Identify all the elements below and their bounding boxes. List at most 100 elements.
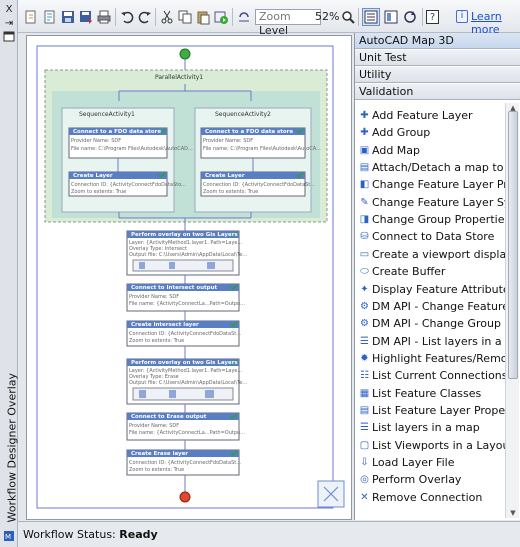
layout-icon[interactable]: [383, 9, 399, 25]
connect-right-title[interactable]: Connect to a FDO data store: [205, 129, 294, 135]
new-from-template-icon[interactable]: [42, 9, 58, 25]
activity-item[interactable]: ☰List layers in a map: [355, 419, 505, 436]
add-group-icon: ✚: [360, 127, 369, 139]
category-utility[interactable]: Utility: [355, 67, 520, 83]
vertical-title-strip: X ⇥ Workflow Designer Overlay M: [0, 0, 19, 547]
run-workflow-icon[interactable]: [213, 9, 229, 25]
help-icon[interactable]: ?: [426, 10, 439, 24]
pan-icon[interactable]: [236, 9, 252, 25]
activity-item[interactable]: ☷List Current Connections: [355, 367, 505, 384]
activity-label: Change Group Properties: [372, 213, 505, 227]
activity-label: Add Group: [372, 126, 431, 140]
activity-scrollbar[interactable]: ▲ ▼: [505, 103, 519, 518]
activity-label: Change Feature Layer Symbol: [372, 195, 505, 209]
activity-item[interactable]: ⇩Load Layer File: [355, 454, 505, 471]
activity-item[interactable]: ☰DM API - List layers in a map: [355, 333, 505, 350]
scroll-up-icon[interactable]: ▲: [510, 104, 516, 112]
connect-intersect-title[interactable]: Connect to Intersect output: [131, 285, 218, 291]
scroll-down-icon[interactable]: ▼: [510, 509, 516, 517]
window-title-text: Workflow Designer Overlay: [5, 372, 19, 523]
list-classes-icon: ▦: [359, 387, 370, 399]
toolbar-separator: [358, 8, 359, 26]
activity-item[interactable]: ▭Create a viewport displaying a map: [355, 246, 505, 263]
create-erase-title[interactable]: Create Erase layer: [131, 451, 189, 457]
category-unit-test[interactable]: Unit Test: [355, 50, 520, 66]
check-icon: [230, 284, 238, 291]
activity-item[interactable]: ⛁Connect to Data Store: [355, 228, 505, 245]
scroll-thumb[interactable]: [508, 111, 518, 379]
overlay-2-diagram: [132, 387, 234, 401]
print-icon[interactable]: [96, 9, 112, 25]
activity-item[interactable]: ▦List Feature Classes: [355, 385, 505, 402]
info-icon[interactable]: i: [456, 10, 468, 23]
overlay-2-title[interactable]: Perform overlay on two Gis Layers: [131, 360, 238, 366]
overlay-1-layer: Layer: {ActivityMethod1.layer1. Path=Lay…: [129, 240, 243, 246]
connect-left-title[interactable]: Connect to a FDO data store: [73, 129, 162, 135]
activity-item[interactable]: ◨Change Group Properties: [355, 211, 505, 228]
activity-label: List Feature Classes: [372, 386, 482, 400]
sequence-1-label: SequenceActivity1: [79, 111, 135, 118]
add-layer-icon: ✚: [360, 110, 369, 121]
cut-icon[interactable]: [159, 9, 175, 25]
status-bar: Workflow Status: Ready: [18, 521, 520, 547]
sequential-workflow-border: [36, 45, 334, 509]
overlay-icon: ◎: [360, 474, 369, 486]
connect-intersect-file: File name: {ActivityConnectLa...Path=Out…: [129, 301, 245, 307]
save-icon[interactable]: [60, 9, 76, 25]
activity-item[interactable]: ⚙DM API - Change Feature Layer Pro: [355, 298, 505, 315]
connect-erase-title[interactable]: Connect to Erase output: [131, 414, 207, 420]
new-workflow-icon[interactable]: [23, 9, 39, 25]
end-icon: [179, 491, 191, 503]
activity-item[interactable]: ⚙DM API - Change Group Properties: [355, 315, 505, 332]
activity-item[interactable]: ▢List Viewports in a Layout: [355, 437, 505, 454]
activity-item[interactable]: ▤List Feature Layer Properties: [355, 402, 505, 419]
create-intersect-header: [127, 321, 239, 328]
learn-more-link[interactable]: Learn more: [471, 10, 502, 36]
activity-item[interactable]: ✕Remove Connection: [355, 489, 505, 506]
list-layers-icon: ☰: [360, 422, 369, 434]
activity-item[interactable]: ✹Highlight Features/Remove Highlight: [355, 350, 505, 367]
activity-item[interactable]: ⬭Create Buffer: [355, 263, 505, 280]
paste-icon[interactable]: [195, 9, 211, 25]
activity-item[interactable]: ▤Attach/Detach a map to a viewport: [355, 159, 505, 176]
properties-icon[interactable]: [3, 31, 15, 42]
toolbar-separator: [232, 8, 233, 26]
create-left-title[interactable]: Create Layer: [73, 173, 113, 179]
close-icon[interactable]: X: [5, 4, 13, 15]
redo-icon[interactable]: [137, 9, 153, 25]
save-as-icon[interactable]: [78, 9, 94, 25]
activity-label: Perform Overlay: [372, 473, 462, 487]
activity-item[interactable]: ◧Change Feature Layer Properties: [355, 176, 505, 193]
activity-label: DM API - List layers in a map: [372, 334, 505, 348]
pin-icon[interactable]: ⇥: [4, 18, 14, 29]
refresh-icon[interactable]: [402, 9, 418, 25]
category-autocad-map-3d[interactable]: AutoCAD Map 3D: [355, 33, 520, 49]
workflow-designer-canvas[interactable]: ParallelActivity1 SequenceActivity1 Sequ…: [26, 35, 352, 520]
copy-icon[interactable]: [177, 9, 193, 25]
activity-item[interactable]: ◎Perform Overlay: [355, 471, 505, 488]
create-erase-zoom: Zoom to extents: True: [129, 467, 185, 473]
overlay-1-title[interactable]: Perform overlay on two Gis Layers: [131, 232, 238, 238]
activity-item[interactable]: ✚Add Feature Layer: [355, 107, 505, 124]
toolbox-panel: AutoCAD Map 3D Unit Test Utility Validat…: [354, 33, 520, 520]
activity-item[interactable]: ✚Add Group: [355, 124, 505, 141]
create-left-conn: Connection ID: {ActivityConnectFdoDataSt…: [71, 182, 186, 188]
category-validation[interactable]: Validation: [355, 84, 520, 100]
create-right-title[interactable]: Create Layer: [205, 173, 245, 179]
create-left-header: [69, 172, 167, 179]
zoom-level-input[interactable]: Zoom Level: [255, 9, 321, 37]
activity-item[interactable]: ✦Display Feature Attributes: [355, 281, 505, 298]
zoom-icon[interactable]: [340, 9, 356, 25]
create-intersect-title[interactable]: Create Intersect layer: [131, 322, 199, 328]
activity-label: Connect to Data Store: [372, 230, 495, 244]
zoom-percent: 52%: [315, 10, 340, 23]
activity-item[interactable]: ✎Change Feature Layer Symbol: [355, 194, 505, 211]
activity-item[interactable]: ▣Add Map: [355, 142, 505, 159]
create-erase-conn: Connection ID: {ActivityConnectFdoDataSt…: [129, 460, 241, 466]
undo-icon[interactable]: [119, 9, 135, 25]
check-icon: [158, 172, 166, 179]
connect-left-header: [69, 128, 167, 135]
overlay-view-icon[interactable]: [362, 8, 380, 26]
create-erase-header: [127, 450, 239, 457]
connect-intersect-header: [127, 284, 239, 291]
